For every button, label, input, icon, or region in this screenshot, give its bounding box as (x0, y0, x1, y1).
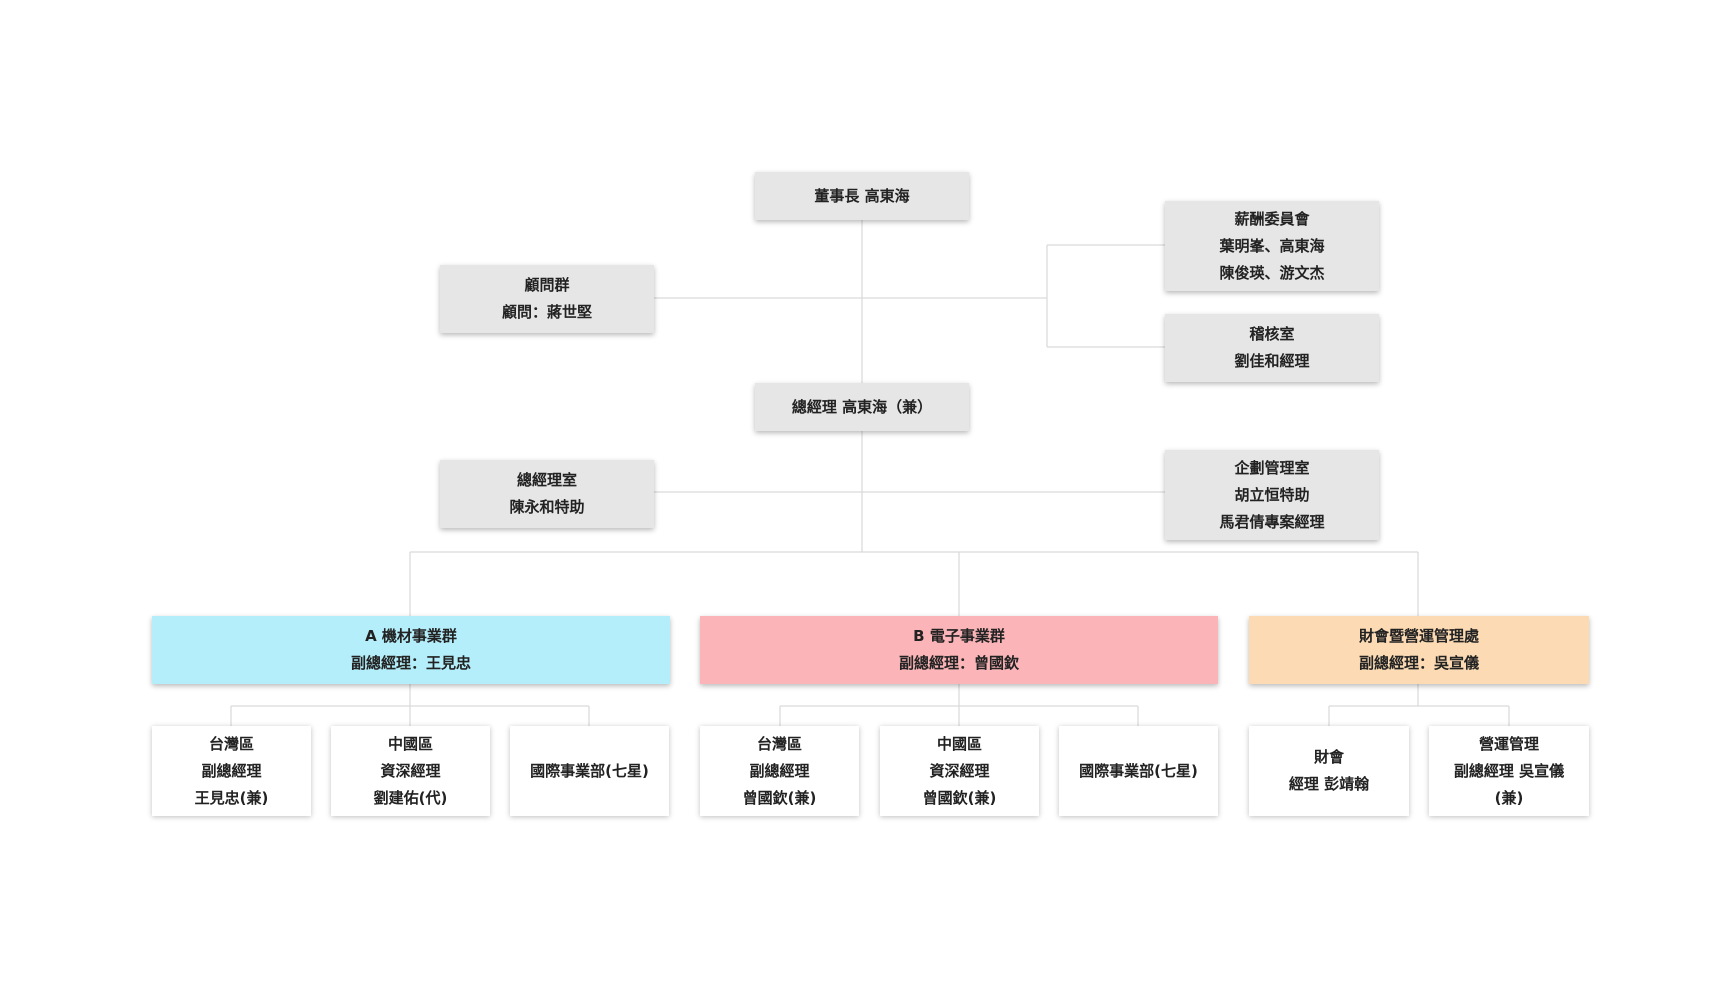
node-title: 台灣區 (208, 734, 254, 753)
node-title: 財會 (1313, 748, 1344, 766)
node-text: 曾國欽(兼) (742, 788, 817, 807)
node-title: 中國區 (936, 734, 982, 753)
node-text: 資深經理 (929, 761, 990, 780)
node-text: 馬君倩專案經理 (1219, 512, 1325, 531)
node-title: 稽核室 (1249, 325, 1295, 343)
node-a-international: 國際事業部(七星) (510, 726, 669, 816)
node-group-a: A 機材事業群 副總經理：王見忠 (152, 616, 670, 684)
node-planning-office: 企劃管理室 胡立恒特助 馬君倩專案經理 (1165, 450, 1379, 540)
node-text: 陳永和特助 (509, 498, 585, 516)
node-text: 劉建佑(代) (373, 788, 448, 807)
node-title: 企劃管理室 (1234, 458, 1310, 477)
node-b-international: 國際事業部(七星) (1059, 726, 1218, 816)
node-text: 曾國欽(兼) (922, 788, 997, 807)
node-text: 董事長 高東海 (814, 186, 910, 205)
node-finance-operations: 財會暨營運管理處 副總經理：吳宣儀 (1249, 616, 1589, 684)
node-text: 資深經理 (380, 761, 441, 780)
node-finance-accounting: 財會 經理 彭靖翰 (1249, 726, 1409, 816)
node-text: 陳俊瑛、游文杰 (1219, 263, 1325, 282)
node-title: 總經理室 (516, 471, 577, 489)
node-group-b: B 電子事業群 副總經理：曾國欽 (700, 616, 1218, 684)
node-text: 經理 彭靖翰 (1288, 775, 1370, 793)
node-text: 胡立恒特助 (1234, 485, 1310, 504)
node-b-china: 中國區 資深經理 曾國欽(兼) (880, 726, 1039, 816)
node-text: 劉佳和經理 (1234, 352, 1310, 370)
node-text: (兼) (1494, 788, 1524, 807)
node-remuneration-committee: 薪酬委員會 葉明峯、高東海 陳俊瑛、游文杰 (1165, 201, 1379, 291)
node-chairman: 董事長 高東海 (755, 172, 969, 220)
node-title: 營運管理 (1478, 734, 1539, 753)
node-title: 財會暨營運管理處 (1358, 627, 1479, 645)
node-text: 副總經理：王見忠 (350, 654, 471, 672)
node-text: 副總經理：曾國欽 (898, 654, 1019, 672)
node-a-taiwan: 台灣區 副總經理 王見忠(兼) (152, 726, 311, 816)
node-operations-management: 營運管理 副總經理 吳宣儀 (兼) (1429, 726, 1589, 816)
node-text: 副總經理：吳宣儀 (1358, 654, 1479, 672)
node-title: A 機材事業群 (365, 627, 457, 645)
node-text: 副總經理 吳宣儀 (1453, 761, 1565, 780)
node-title: 台灣區 (756, 734, 802, 753)
node-gm-office: 總經理室 陳永和特助 (440, 460, 654, 528)
node-audit-office: 稽核室 劉佳和經理 (1165, 314, 1379, 382)
node-title: 中國區 (387, 734, 433, 753)
node-title: B 電子事業群 (913, 627, 1005, 645)
node-title: 薪酬委員會 (1234, 209, 1310, 228)
node-text: 葉明峯、高東海 (1219, 236, 1325, 255)
node-text: 王見忠(兼) (194, 788, 269, 807)
node-text: 國際事業部(七星) (1079, 761, 1198, 780)
node-text: 副總經理 (201, 761, 262, 780)
node-advisors: 顧問群 顧問：蔣世堅 (440, 265, 654, 333)
node-title: 顧問群 (524, 276, 570, 294)
node-text: 總經理 高東海（兼） (791, 397, 933, 416)
node-text: 副總經理 (749, 761, 810, 780)
node-text: 顧問：蔣世堅 (501, 303, 592, 321)
node-general-manager: 總經理 高東海（兼） (755, 383, 969, 431)
node-text: 國際事業部(七星) (530, 761, 649, 780)
node-b-taiwan: 台灣區 副總經理 曾國欽(兼) (700, 726, 859, 816)
node-a-china: 中國區 資深經理 劉建佑(代) (331, 726, 490, 816)
